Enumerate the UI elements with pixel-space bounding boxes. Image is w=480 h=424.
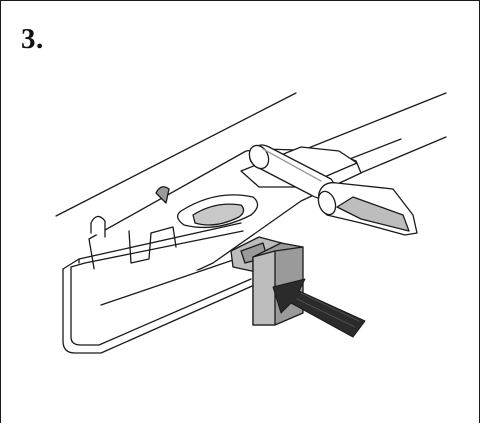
bracket-plate [88,146,362,310]
latch-handle-icon [317,182,418,236]
clip-icon [230,236,304,326]
channel-profile [62,222,260,354]
rail-icon [55,92,447,217]
insert-arrow-icon [272,278,366,338]
step-number: 3. [21,23,44,55]
